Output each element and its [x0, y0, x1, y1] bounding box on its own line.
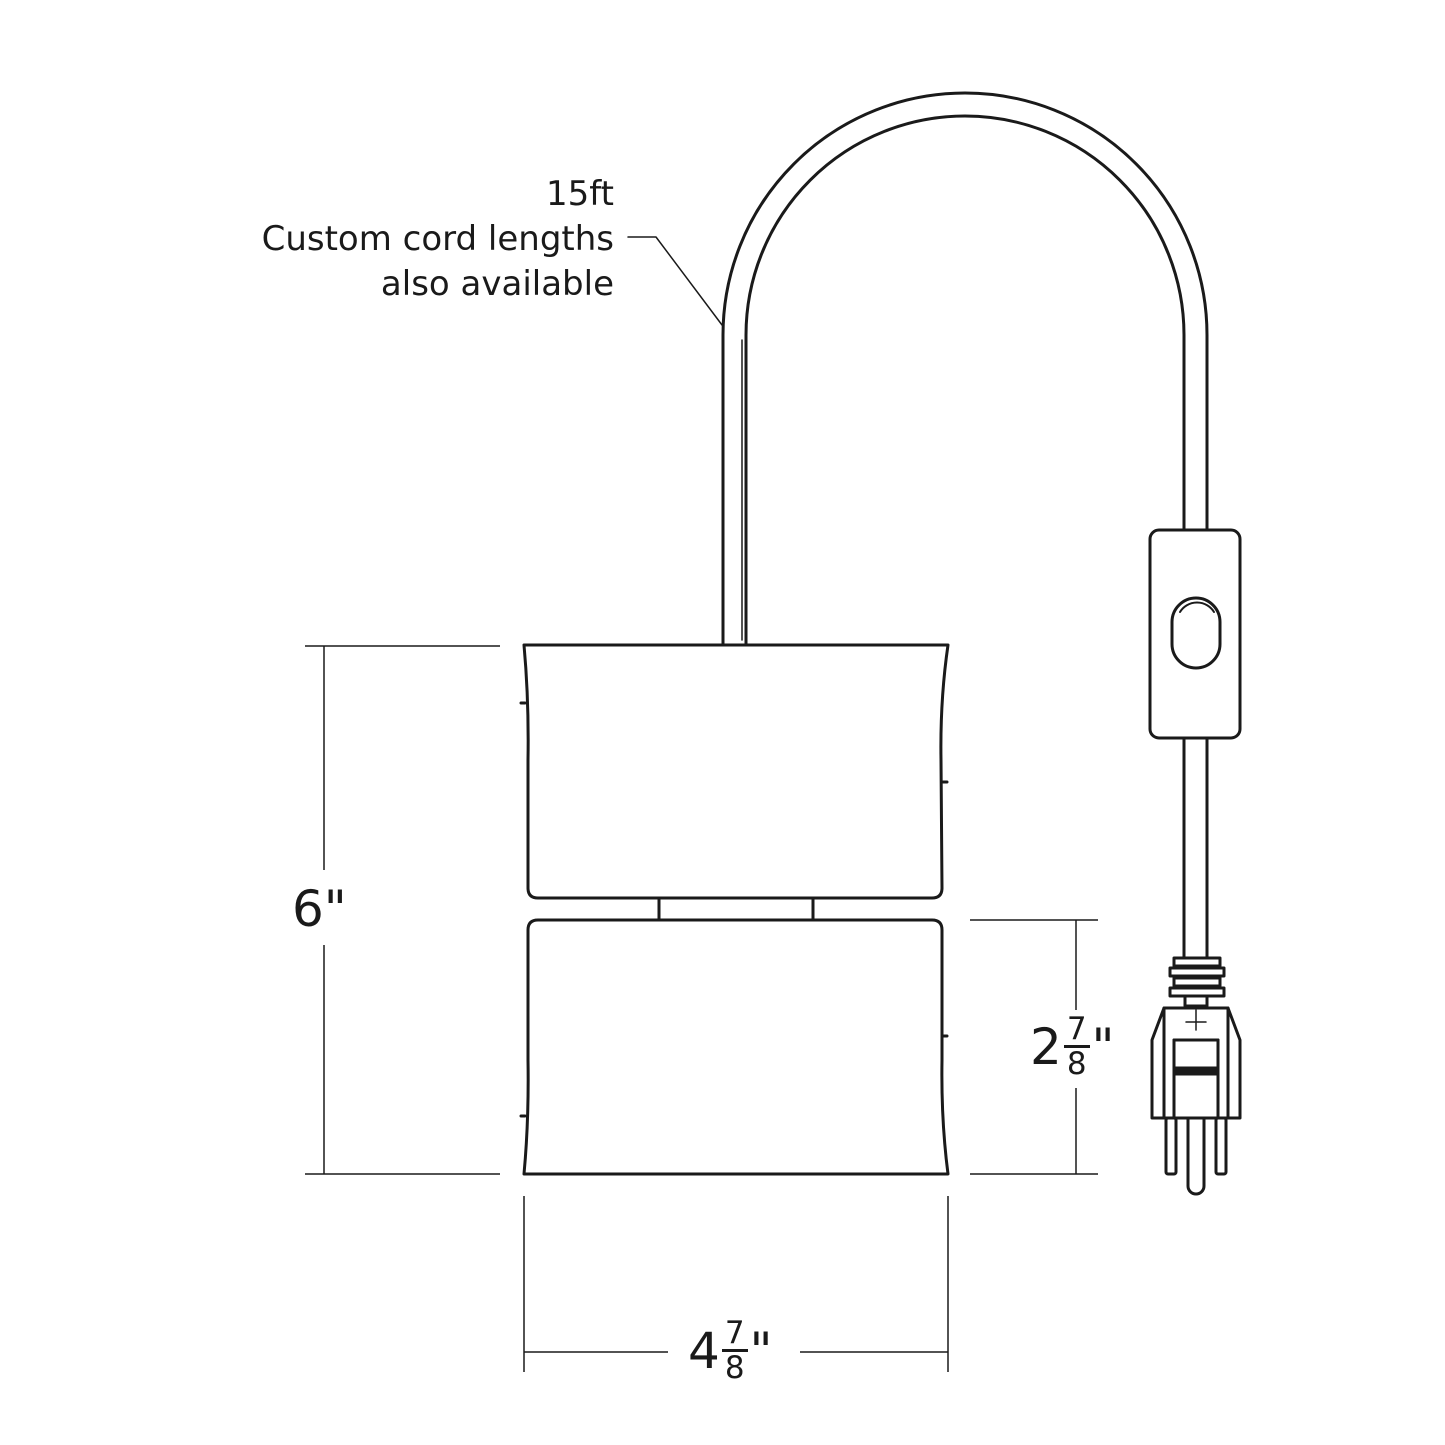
height-dimension-line [305, 645, 500, 1175]
lower-height-denominator: 8 [1066, 1046, 1087, 1082]
width-unit: " [749, 1321, 773, 1380]
height-label: 6" [292, 880, 347, 938]
cord-leader-line [627, 236, 723, 326]
width-dimension-line [523, 1196, 949, 1372]
plug [1150, 956, 1242, 1196]
power-cord [721, 91, 1209, 960]
width-numerator: 7 [721, 1317, 748, 1352]
width-denominator: 8 [724, 1350, 745, 1386]
cord-length-note: 15ft Custom cord lengths also available [262, 172, 614, 307]
lower-shade [522, 918, 950, 1176]
lower-height-dimension-line [970, 919, 1098, 1175]
lower-height-numerator: 7 [1063, 1013, 1090, 1048]
cord-availability-note: also available [380, 264, 614, 304]
lower-height-unit: " [1091, 1017, 1115, 1076]
lower-height-whole: 2 [1030, 1017, 1062, 1076]
upper-shade [522, 643, 950, 900]
inline-switch [1148, 528, 1242, 740]
cord-custom-note: Custom cord lengths [261, 219, 614, 259]
cord-length-value: 15ft [546, 174, 614, 214]
shade-connector [657, 896, 815, 922]
width-whole: 4 [688, 1321, 720, 1380]
